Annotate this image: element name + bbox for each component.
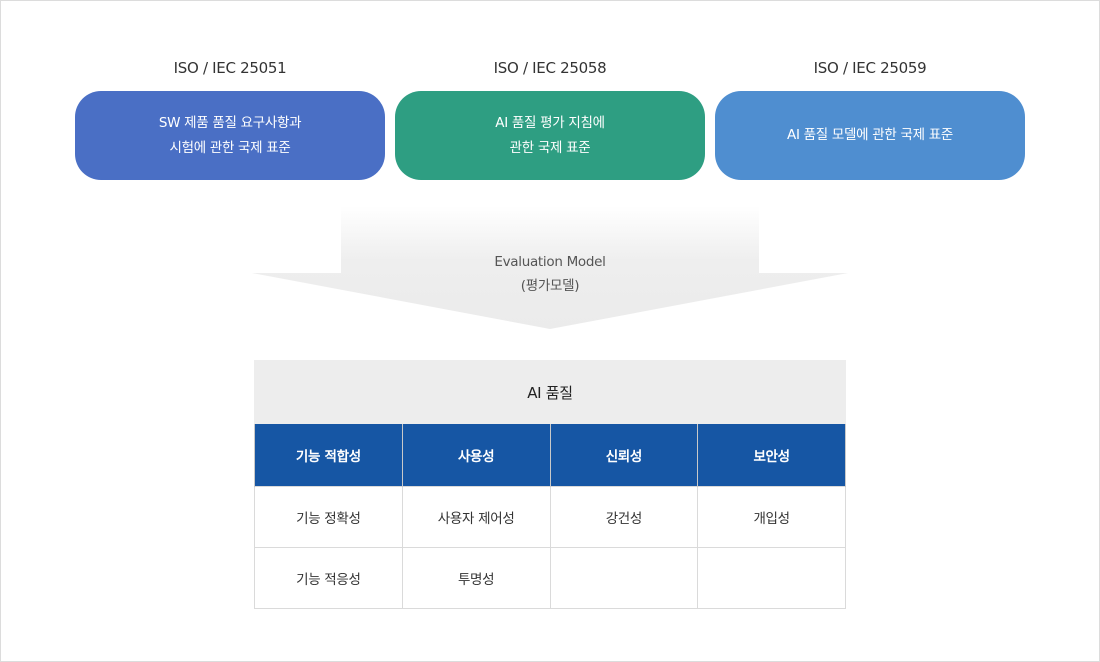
column-header: 사용성 [401,423,551,487]
standard-box: SW 제품 품질 요구사항과 시험에 관한 국제 표준 [75,91,385,180]
evaluation-model-label: Evaluation Model (평가모델) [252,250,848,298]
arrow-label-en: Evaluation Model [494,254,606,270]
standard-title: ISO / IEC 25059 [813,59,927,77]
table-cell: 투명성 [401,547,551,609]
table-header-row: 기능 적합성 사용성 신뢰성 보안성 [254,423,846,487]
down-arrow-icon [252,206,848,329]
column-header: 기능 적합성 [254,423,403,487]
table-row: 기능 정확성 사용자 제어성 강건성 개입성 [254,486,846,548]
table-cell: 기능 적응성 [254,547,403,609]
table-cell: 개입성 [697,486,846,548]
table-cell [697,547,846,609]
standard-25058: ISO / IEC 25058 AI 품질 평가 지침에 관한 국제 표준 [395,56,705,180]
arrow-label-ko: (평가모델) [520,278,580,294]
standard-box: AI 품질 모델에 관한 국제 표준 [715,91,1025,180]
column-header: 보안성 [697,423,846,487]
ai-quality-table: AI 품질 기능 적합성 사용성 신뢰성 보안성 기능 정확성 사용자 제어성 … [254,360,846,609]
table-row: 기능 적응성 투명성 [254,547,846,609]
standard-desc-line: 시험에 관한 국제 표준 [169,139,291,156]
table-title: AI 품질 [254,360,846,424]
standard-desc-line: SW 제품 품질 요구사항과 [158,114,302,131]
table-cell: 사용자 제어성 [401,486,551,548]
standard-box: AI 품질 평가 지침에 관한 국제 표준 [395,91,705,180]
table-cell: 기능 정확성 [254,486,403,548]
standard-25059: ISO / IEC 25059 AI 품질 모델에 관한 국제 표준 [715,56,1025,180]
column-header: 신뢰성 [549,423,699,487]
table-cell [549,547,699,609]
standard-title: ISO / IEC 25051 [173,59,287,77]
standard-desc-line: AI 품질 모델에 관한 국제 표준 [787,127,953,143]
standard-title: ISO / IEC 25058 [493,59,607,77]
table-cell: 강건성 [549,486,699,548]
standard-desc-line: 관한 국제 표준 [509,139,591,156]
standard-25051: ISO / IEC 25051 SW 제품 품질 요구사항과 시험에 관한 국제… [75,56,385,180]
standard-desc-line: AI 품질 평가 지침에 [495,114,605,131]
